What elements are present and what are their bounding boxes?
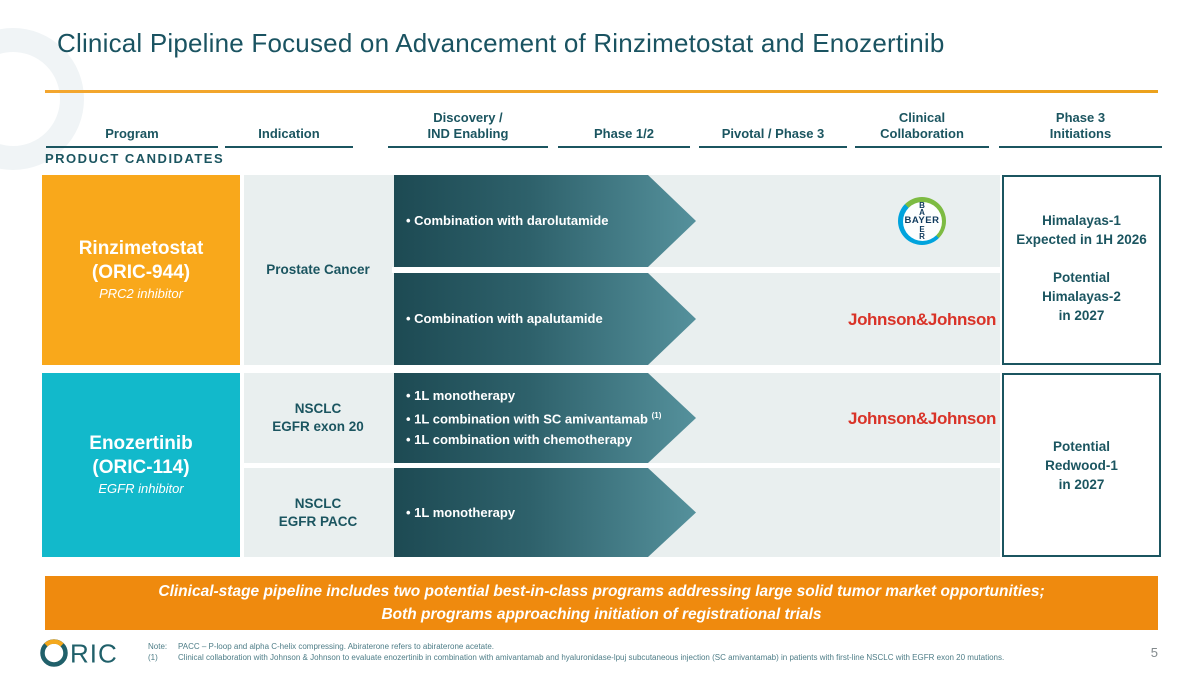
banner-line-1: Clinical-stage pipeline includes two pot…	[158, 583, 1045, 600]
indication-label: Prostate Cancer	[266, 262, 370, 277]
column-header-label: Program	[105, 126, 159, 141]
program-box-rinzimetostat: Rinzimetostat (ORIC-944) PRC2 inhibitor	[42, 175, 240, 365]
arrow-bullet: • 1L combination with chemotherapy	[406, 431, 633, 447]
arrow-bullet: • 1L monotherapy	[406, 504, 516, 520]
jnj-logo: Johnson&Johnson	[848, 310, 996, 329]
column-header-clinical-collaboration: Clinical Collaboration	[855, 103, 989, 148]
column-header-label: Clinical Collaboration	[880, 110, 964, 141]
arrow-bullet: • 1L monotherapy	[406, 388, 516, 404]
program-moa: EGFR inhibitor	[98, 481, 184, 496]
arrow-bullet: • 1L combination with SC amivantamab (1)	[406, 406, 696, 429]
bayer-vertical-bottom: E R	[919, 225, 925, 241]
footnote-1: (1) Clinical collaboration with Johnson …	[148, 652, 1108, 663]
footnotes: Note: PACC – P-loop and alpha C-helix co…	[148, 641, 1108, 663]
column-header-label: Indication	[258, 126, 320, 141]
page-title: Clinical Pipeline Focused on Advancement…	[57, 28, 945, 58]
oric-logo-icon: RIC	[38, 636, 120, 675]
phase3-box-himalayas: Himalayas-1 Expected in 1H 2026 Potentia…	[1002, 175, 1161, 365]
phase3-text: Himalayas-1 Expected in 1H 2026 Potentia…	[1016, 213, 1147, 323]
arrow-bullet: • Combination with darolutamide	[406, 213, 609, 228]
pipeline-arrow-darolutamide: • Combination with darolutamide	[394, 175, 696, 267]
footnote-label: Note:	[148, 642, 168, 651]
column-header-label: Discovery / IND Enabling	[427, 110, 509, 141]
jnj-logo: Johnson&Johnson	[848, 409, 996, 428]
summary-banner: Clinical-stage pipeline includes two pot…	[45, 576, 1158, 630]
bayer-vertical-top: B A	[919, 201, 925, 217]
footnote-text: PACC – P-loop and alpha C-helix compress…	[178, 642, 495, 651]
footnote-text: Clinical collaboration with Johnson & Jo…	[178, 653, 1005, 662]
bayer-logo-icon: B A BAYER E R	[898, 197, 946, 245]
column-header-label: Phase 1/2	[594, 126, 654, 141]
title-divider	[45, 90, 1158, 93]
indication-label: NSCLC EGFR PACC	[278, 495, 358, 529]
column-header-indication: Indication	[225, 103, 353, 148]
footnote-marker: (1)	[651, 411, 662, 421]
bayer-cross: B A BAYER E R	[902, 201, 942, 241]
indication-label: NSCLC EGFR exon 20	[272, 401, 364, 434]
pipeline-arrow-eno-pacc: • 1L monotherapy	[394, 468, 696, 557]
column-header-program: Program	[46, 103, 218, 148]
indication-cell-nsclc-exon20: NSCLC EGFR exon 20	[244, 373, 392, 463]
footnote-label: (1)	[148, 653, 158, 662]
oric-logo-letters: RIC	[70, 639, 118, 669]
column-header-label: Phase 3 Initiations	[1049, 110, 1112, 141]
arrow-bullet-text: • 1L combination with SC amivantamab	[406, 411, 648, 427]
banner-line-2: Both programs approaching initiation of …	[381, 606, 822, 623]
phase3-box-redwood: Potential Redwood-1 in 2027	[1002, 373, 1161, 557]
bayer-horizontal: BAYER	[904, 215, 940, 226]
pipeline-arrow-apalutamide: • Combination with apalutamide	[394, 273, 696, 365]
indication-cell-nsclc-pacc: NSCLC EGFR PACC	[244, 468, 392, 557]
program-moa: PRC2 inhibitor	[99, 286, 183, 301]
column-header-label: Pivotal / Phase 3	[721, 126, 825, 141]
phase3-text: Potential Redwood-1 in 2027	[1045, 438, 1118, 492]
column-header-phase-3-initiations: Phase 3 Initiations	[999, 103, 1162, 148]
indication-cell-prostate-cancer: Prostate Cancer	[244, 175, 392, 365]
program-name: Enozertinib	[89, 433, 193, 454]
program-name: Rinzimetostat	[78, 238, 204, 259]
column-header-discovery-ind: Discovery / IND Enabling	[388, 103, 548, 148]
column-header-phase-1-2: Phase 1/2	[558, 103, 690, 148]
page-number: 5	[1150, 645, 1158, 660]
program-code: (ORIC-114)	[92, 457, 190, 478]
column-header-pivotal-phase-3: Pivotal / Phase 3	[699, 103, 847, 148]
footnote-note: Note: PACC – P-loop and alpha C-helix co…	[148, 641, 1108, 652]
section-label: PRODUCT CANDIDATES	[45, 151, 225, 166]
pipeline-arrow-eno-exon20: • 1L monotherapy • 1L combination with S…	[394, 373, 696, 463]
program-code: (ORIC-944)	[91, 262, 191, 283]
arrow-bullet: • Combination with apalutamide	[406, 311, 603, 326]
program-box-enozertinib: Enozertinib (ORIC-114) EGFR inhibitor	[42, 373, 240, 557]
